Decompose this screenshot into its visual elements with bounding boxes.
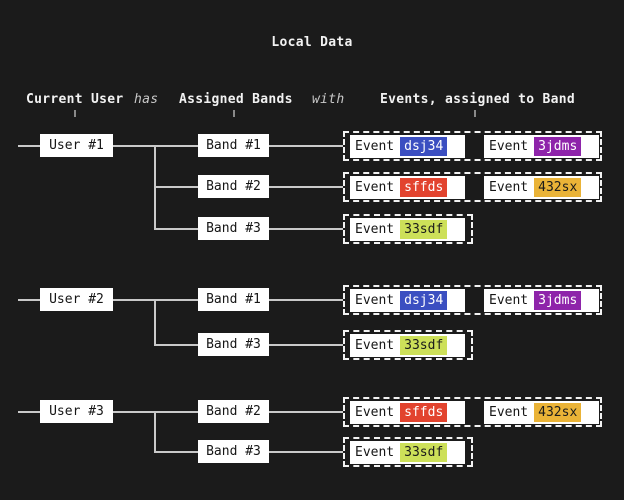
band-label: Band #2: [206, 404, 261, 419]
header-tick-user: [74, 110, 76, 117]
relation-label-with: with: [312, 92, 345, 107]
connector-line: [269, 344, 343, 346]
band-label: Band #1: [206, 138, 261, 153]
events-group: [343, 437, 473, 467]
user-label: User #3: [49, 404, 104, 419]
event-label: Event: [489, 180, 529, 195]
event-box: Event sffds: [350, 401, 465, 424]
band-node: Band #3: [198, 333, 269, 356]
event-box: Event 432sx: [484, 401, 599, 424]
band-label: Band #3: [206, 444, 261, 459]
event-id-badge: 3jdms: [534, 137, 582, 156]
user-node: User #2: [40, 288, 113, 311]
event-id-badge: 33sdf: [400, 443, 448, 462]
band-node: Band #2: [198, 400, 269, 423]
event-label: Event: [355, 293, 395, 308]
connector-line: [18, 411, 40, 413]
event-label: Event: [355, 180, 395, 195]
connector-line: [154, 186, 198, 188]
event-label: Event: [355, 139, 395, 154]
branch-line: [154, 411, 156, 453]
column-header-current-user: Current User: [26, 92, 124, 107]
event-id-badge: 3jdms: [534, 291, 582, 310]
band-node: Band #3: [198, 440, 269, 463]
event-id-badge: sffds: [400, 178, 448, 197]
event-label: Event: [355, 405, 395, 420]
band-label: Band #3: [206, 337, 261, 352]
connector-line: [269, 411, 343, 413]
band-node: Band #3: [198, 217, 269, 240]
event-label: Event: [489, 139, 529, 154]
event-id-badge: 33sdf: [400, 220, 448, 239]
connector-line: [269, 228, 343, 230]
events-group: [343, 330, 473, 360]
event-label: Event: [355, 222, 395, 237]
event-id-badge: 33sdf: [400, 336, 448, 355]
connector-line: [154, 344, 198, 346]
event-box: Event 3jdms: [484, 135, 599, 158]
header-tick-bands: [233, 110, 235, 117]
user-node: User #1: [40, 134, 113, 157]
band-node: Band #1: [198, 134, 269, 157]
connector-line: [269, 299, 343, 301]
diagram-title: Local Data: [271, 35, 353, 50]
event-box: Event 33sdf: [350, 441, 465, 464]
event-id-badge: dsj34: [400, 291, 448, 310]
connector-line: [269, 186, 343, 188]
column-header-events: Events, assigned to Band: [380, 92, 576, 107]
event-label: Event: [489, 293, 529, 308]
event-box: Event dsj34: [350, 289, 465, 312]
user-node: User #3: [40, 400, 113, 423]
connector-line: [18, 299, 40, 301]
events-group: [343, 172, 602, 202]
relation-label-has: has: [134, 92, 159, 107]
event-label: Event: [489, 405, 529, 420]
event-id-badge: 432sx: [534, 403, 582, 422]
user-label: User #2: [49, 292, 104, 307]
connector-line: [269, 145, 343, 147]
branch-line: [154, 299, 156, 346]
event-box: Event 3jdms: [484, 289, 599, 312]
events-group: [343, 214, 473, 244]
connector-line: [154, 228, 198, 230]
events-group: [343, 397, 602, 427]
header-tick-events: [474, 110, 476, 117]
event-box: Event sffds: [350, 176, 465, 199]
event-label: Event: [355, 338, 395, 353]
band-label: Band #2: [206, 179, 261, 194]
event-box: Event 33sdf: [350, 218, 465, 241]
event-box: Event 33sdf: [350, 334, 465, 357]
event-id-badge: dsj34: [400, 137, 448, 156]
connector-line: [18, 145, 40, 147]
band-label: Band #1: [206, 292, 261, 307]
event-id-badge: sffds: [400, 403, 448, 422]
events-group: [343, 285, 602, 315]
connector-line: [269, 451, 343, 453]
user-label: User #1: [49, 138, 104, 153]
events-group: [343, 131, 602, 161]
event-box: Event dsj34: [350, 135, 465, 158]
band-label: Band #3: [206, 221, 261, 236]
event-label: Event: [355, 445, 395, 460]
column-header-assigned-bands: Assigned Bands: [179, 92, 293, 107]
event-id-badge: 432sx: [534, 178, 582, 197]
band-node: Band #2: [198, 175, 269, 198]
event-box: Event 432sx: [484, 176, 599, 199]
connector-line: [154, 451, 198, 453]
band-node: Band #1: [198, 288, 269, 311]
